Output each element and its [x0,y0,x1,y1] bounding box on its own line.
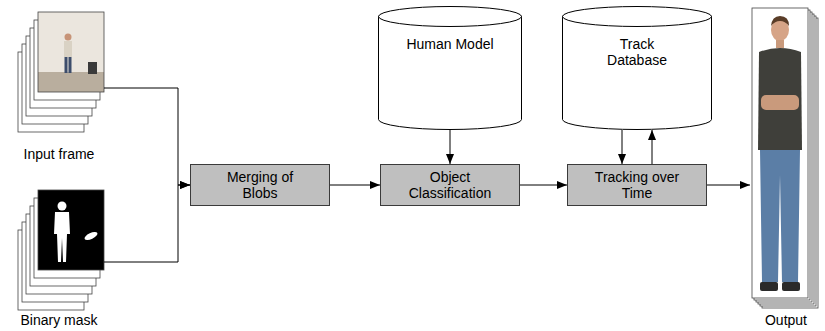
node-label: Tracking over Time [587,169,687,201]
cylinder-body [379,16,522,130]
node-label: Binary mask [14,312,104,328]
flow-arrow [622,130,623,164]
process-box: Merging of Blobs [190,164,330,206]
person-shoe [782,282,800,291]
image-stack: Binary mask [14,188,104,328]
mask-blob [83,230,98,241]
cylinder-top [379,7,522,27]
person-hair [771,16,789,26]
person-leg [69,57,72,73]
cylinder-top [563,7,712,27]
flow-arrow [707,185,750,186]
flow-arrow [104,88,190,185]
person-shoe [760,282,778,291]
database-cylinder: Human Model [378,6,522,130]
person-shirt [758,48,802,150]
flow-arrow [520,185,567,186]
cylinder-body [563,16,712,130]
person-leg [65,57,68,73]
input-photo [38,12,104,92]
person-arms [761,95,799,110]
cylinder-outline [562,6,712,130]
node-label: Merging of Blobs [210,169,310,201]
output-photo [752,8,808,298]
image-stack: Output [750,6,822,328]
output-stack [754,10,818,308]
binary-mask-image [38,190,104,270]
mask-silhouette [54,212,70,262]
image-stack: Input frame [14,10,104,162]
person-torso [64,41,72,57]
cylinder-outline [378,6,522,130]
flow-arrow [450,130,451,164]
process-box: Object Classification [380,164,520,206]
flow-arrow [104,185,190,262]
node-label: Object Classification [400,169,500,201]
photo-ground [752,8,808,298]
photo-object [88,62,97,74]
flow-arrow [652,130,653,164]
flow-arrow [330,185,380,186]
mask-head [58,202,67,211]
node-label: Human Model [388,36,512,52]
process-box: Tracking over Time [567,164,707,206]
person-neck [776,40,784,48]
database-cylinder: Track Database [562,6,712,130]
person-head [65,34,72,41]
node-label: Track Database [597,36,677,68]
photo-border [38,12,104,92]
person-jeans [760,150,800,282]
mask-ground [38,190,104,270]
node-label: Output [750,312,822,328]
photo-floor [38,72,104,92]
node-label: Input frame [14,146,104,162]
photo-wall [38,12,104,92]
